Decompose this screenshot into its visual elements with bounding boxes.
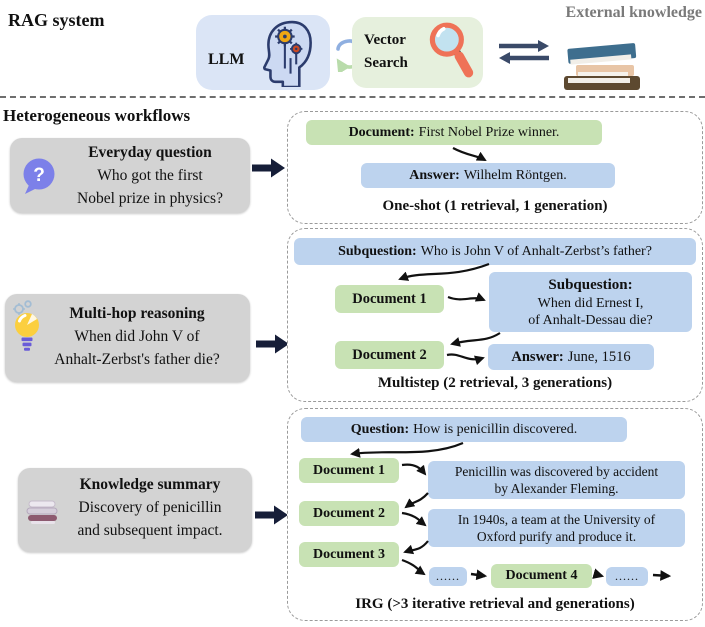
answer-box: Answer:June, 1516 (488, 344, 654, 370)
knowledge-summary-box: Knowledge summary Discovery of penicilli… (18, 468, 252, 552)
subquestion-line: of Anhalt-Dessau die? (528, 312, 653, 328)
workflow-line: Nobel prize in physics? (77, 190, 223, 207)
rag-system-title: RAG system (8, 10, 105, 30)
right-arrow-icon (255, 505, 288, 525)
document2-box: Document 2 (299, 501, 399, 526)
workflow-title: Multi-hop reasoning (69, 305, 205, 322)
books-icon (26, 500, 58, 524)
dashed-separator (0, 96, 705, 98)
subquestion2-box: Subquestion: When did Ernest I, of Anhal… (489, 272, 692, 332)
vector-search-box: Vector Search (352, 17, 483, 88)
answer-text: June, 1516 (567, 348, 631, 365)
question-text: How is penicillin discovered. (413, 421, 578, 437)
multi-hop-box: Multi-hop reasoning When did John V of A… (5, 294, 250, 382)
answer-text: Wilhelm Röntgen. (463, 167, 567, 183)
everyday-question-text: Everyday question Who got the first Nobe… (54, 141, 246, 210)
vector-search-label: Vector Search (364, 32, 408, 72)
head-with-gears-icon (262, 20, 312, 87)
document-box: Document:First Nobel Prize winner. (306, 120, 602, 145)
document1-box: Document 1 (299, 458, 399, 483)
subquestion1-box: Subquestion:Who is John V of Anhalt-Zerb… (294, 238, 696, 265)
right-arrow-icon (252, 158, 285, 178)
llm-label: LLM (208, 51, 245, 68)
section-heading: Heterogeneous workflows (3, 106, 191, 125)
ellipsis-box: ...... (429, 567, 467, 586)
workflow-title: Everyday question (88, 144, 212, 161)
document1-box: Document 1 (335, 285, 444, 313)
ellipsis-box: ...... (606, 567, 648, 586)
workflow-line: Who got the first (97, 167, 203, 184)
passage1-box: Penicillin was discovered by accident by… (428, 461, 685, 499)
document-label: Document: (348, 124, 415, 140)
external-knowledge-label: External knowledge (565, 4, 702, 21)
svg-text:?: ? (33, 165, 45, 186)
panel-caption: IRG (>3 iterative retrieval and generati… (355, 596, 635, 612)
passage2-box: In 1940s, a team at the University of Ox… (428, 509, 685, 547)
document4-box: Document 4 (491, 564, 592, 588)
workflow-line: When did John V of (74, 328, 200, 345)
subquestion-line: When did Ernest I, (537, 295, 644, 311)
books-stack-icon (564, 43, 640, 90)
subquestion-label: Subquestion: (338, 243, 417, 259)
irg-panel: Question:How is penicillin discovered. D… (287, 408, 703, 621)
double-arrow-icon (499, 40, 549, 64)
answer-label: Answer: (511, 348, 564, 365)
multi-hop-text: Multi-hop reasoning When did John V of A… (29, 302, 245, 371)
subquestion-text: Who is John V of Anhalt-Zerbst’s father? (420, 243, 652, 259)
everyday-question-box: ? Everyday question Who got the first No… (10, 138, 250, 213)
workflow-line: Anhalt-Zerbst's father die? (54, 351, 220, 368)
magnifier-icon (429, 22, 474, 78)
lightbulb-gears-icon (13, 300, 39, 351)
document2-box: Document 2 (335, 341, 444, 369)
workflow-title: Knowledge summary (79, 476, 221, 493)
document3-box: Document 3 (299, 542, 399, 567)
one-shot-panel: Document:First Nobel Prize winner. Answe… (287, 111, 703, 224)
panel-caption: Multistep (2 retrieval, 3 generations) (377, 375, 613, 391)
answer-box: Answer:Wilhelm Röntgen. (361, 163, 615, 188)
question-box: Question:How is penicillin discovered. (301, 417, 627, 442)
panel-caption: One-shot (1 retrieval, 1 generation) (382, 198, 608, 214)
workflow-line: Discovery of penicillin (78, 499, 222, 516)
llm-box: LLM (196, 15, 330, 90)
document-text: First Nobel Prize winner. (418, 124, 560, 140)
question-label: Question: (350, 421, 410, 437)
answer-label: Answer: (409, 167, 460, 183)
multistep-panel: Subquestion:Who is John V of Anhalt-Zerb… (287, 228, 703, 402)
question-bubble-icon: ? (23, 158, 55, 194)
workflow-line: and subsequent impact. (77, 522, 223, 539)
subquestion-label: Subquestion: (548, 276, 633, 293)
knowledge-summary-text: Knowledge summary Discovery of penicilli… (52, 473, 248, 542)
right-arrow-icon (256, 334, 289, 354)
